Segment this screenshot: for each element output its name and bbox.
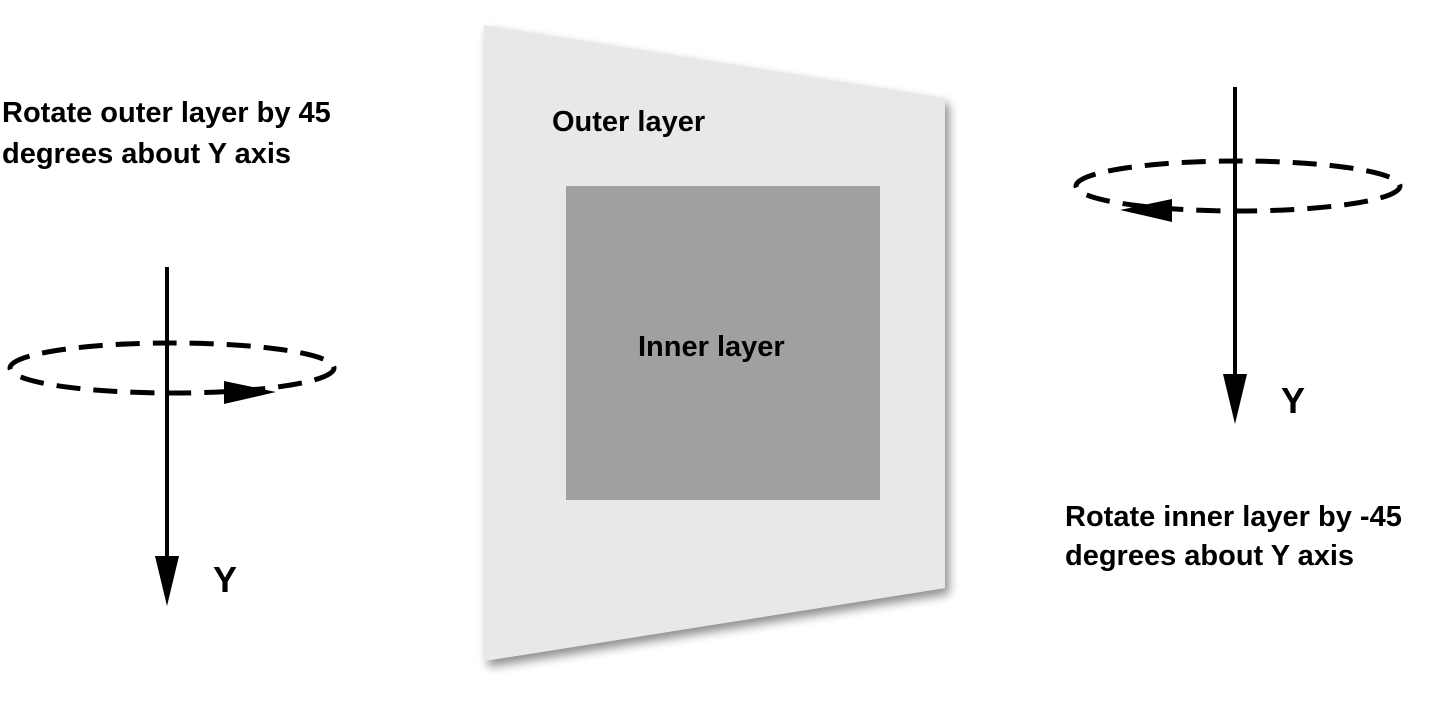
left-rotation-ellipse-front bbox=[7, 367, 337, 396]
right-rotation-ellipse-back bbox=[1073, 158, 1403, 187]
outer-layer-label: Outer layer bbox=[552, 106, 705, 138]
right-caption-line1: Rotate inner layer by -45 bbox=[1065, 501, 1402, 533]
left-caption-line2: degrees about Y axis bbox=[2, 138, 291, 170]
left-rotation-arrow-icon bbox=[224, 381, 276, 404]
left-axis-arrowhead bbox=[155, 556, 179, 606]
right-axis-arrowhead bbox=[1223, 374, 1247, 424]
left-y-axis: Y bbox=[7, 267, 337, 606]
inner-layer-label: Inner layer bbox=[638, 331, 785, 363]
left-rotation-ellipse-back bbox=[7, 340, 337, 369]
left-caption-line1: Rotate outer layer by 45 bbox=[2, 97, 331, 129]
right-caption-line2: degrees about Y axis bbox=[1065, 540, 1354, 572]
right-y-axis: Y bbox=[1073, 87, 1403, 424]
right-rotation-arrow-icon bbox=[1120, 199, 1172, 222]
left-axis-label: Y bbox=[213, 559, 237, 600]
inner-layer bbox=[566, 186, 880, 500]
right-axis-label: Y bbox=[1281, 380, 1305, 421]
right-rotation-ellipse-front bbox=[1073, 185, 1403, 214]
